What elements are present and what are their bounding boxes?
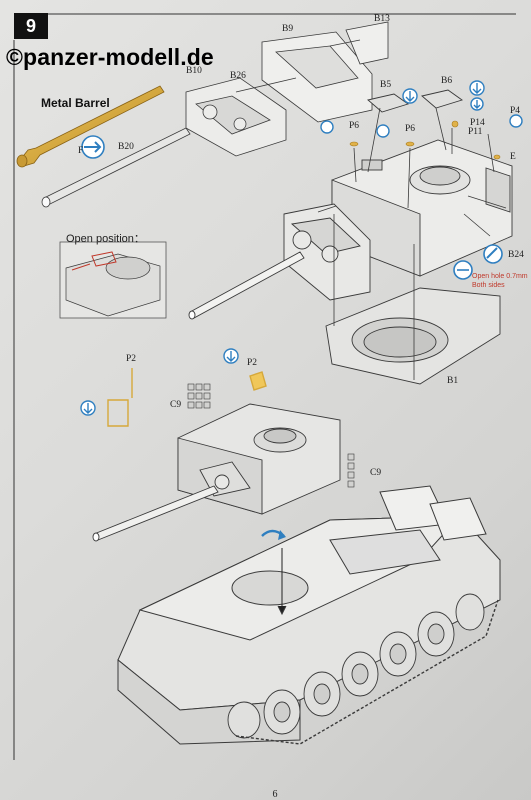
turret-ring-b1 [325, 287, 501, 385]
part-label: B5 [380, 80, 392, 90]
part-label: C9 [170, 400, 182, 410]
part-label: B20 [118, 142, 134, 152]
paint-icon [483, 244, 503, 264]
step-number-badge: 9 [14, 13, 48, 39]
assembly-arrows-top [235, 39, 507, 380]
part-label: P11 [468, 127, 483, 137]
open-position-inset [59, 241, 167, 319]
part-label: B6 [441, 76, 453, 86]
turret-assembled [92, 403, 341, 542]
photo-etch-parts [349, 120, 501, 160]
do-not-glue-icon [81, 135, 105, 159]
part-label: P2 [126, 354, 137, 364]
part-label: B10 [186, 66, 202, 76]
page-number: 6 [272, 789, 278, 800]
paint-icon [320, 114, 523, 138]
turret-upper [331, 89, 513, 277]
part-label: B24 [508, 250, 524, 260]
metal-barrel-caption: Metal Barrel [41, 96, 110, 110]
rotate-icon [261, 529, 286, 540]
brass-part-p2 [107, 368, 267, 427]
part-label: B9 [282, 24, 294, 34]
mantlet-b10 [185, 77, 287, 157]
part-label: B1 [447, 376, 459, 386]
spare-tracks-c9 [187, 383, 355, 488]
note-line-2: Both sides [472, 282, 505, 289]
glue-icon [402, 88, 418, 104]
note-line-1: Open hole 0.7mm [472, 273, 528, 280]
watermark: ©panzer-modell.de [6, 44, 214, 70]
glue-icon [469, 80, 485, 111]
barrel-b20 [41, 127, 191, 208]
part-label: P6 [405, 124, 416, 134]
part-label: P2 [247, 358, 258, 368]
part-label: B13 [374, 14, 390, 24]
open-hole-note: Open hole 0.7mm Both sides [472, 272, 531, 290]
turret-lower [188, 203, 371, 320]
part-label: P6 [349, 121, 360, 131]
glue-icon [453, 260, 473, 280]
metal-barrel [16, 85, 165, 168]
road-wheels [227, 593, 499, 745]
part-label: F [78, 146, 84, 156]
part-label: B26 [230, 71, 246, 81]
part-label: P4 [510, 106, 521, 116]
glue-icon [80, 348, 239, 416]
part-label: P14 [470, 118, 485, 128]
mantlet-b9 [261, 21, 389, 123]
part-label: E [510, 152, 516, 162]
open-position-caption: Open position： [66, 233, 145, 245]
part-label: C9 [370, 468, 382, 478]
